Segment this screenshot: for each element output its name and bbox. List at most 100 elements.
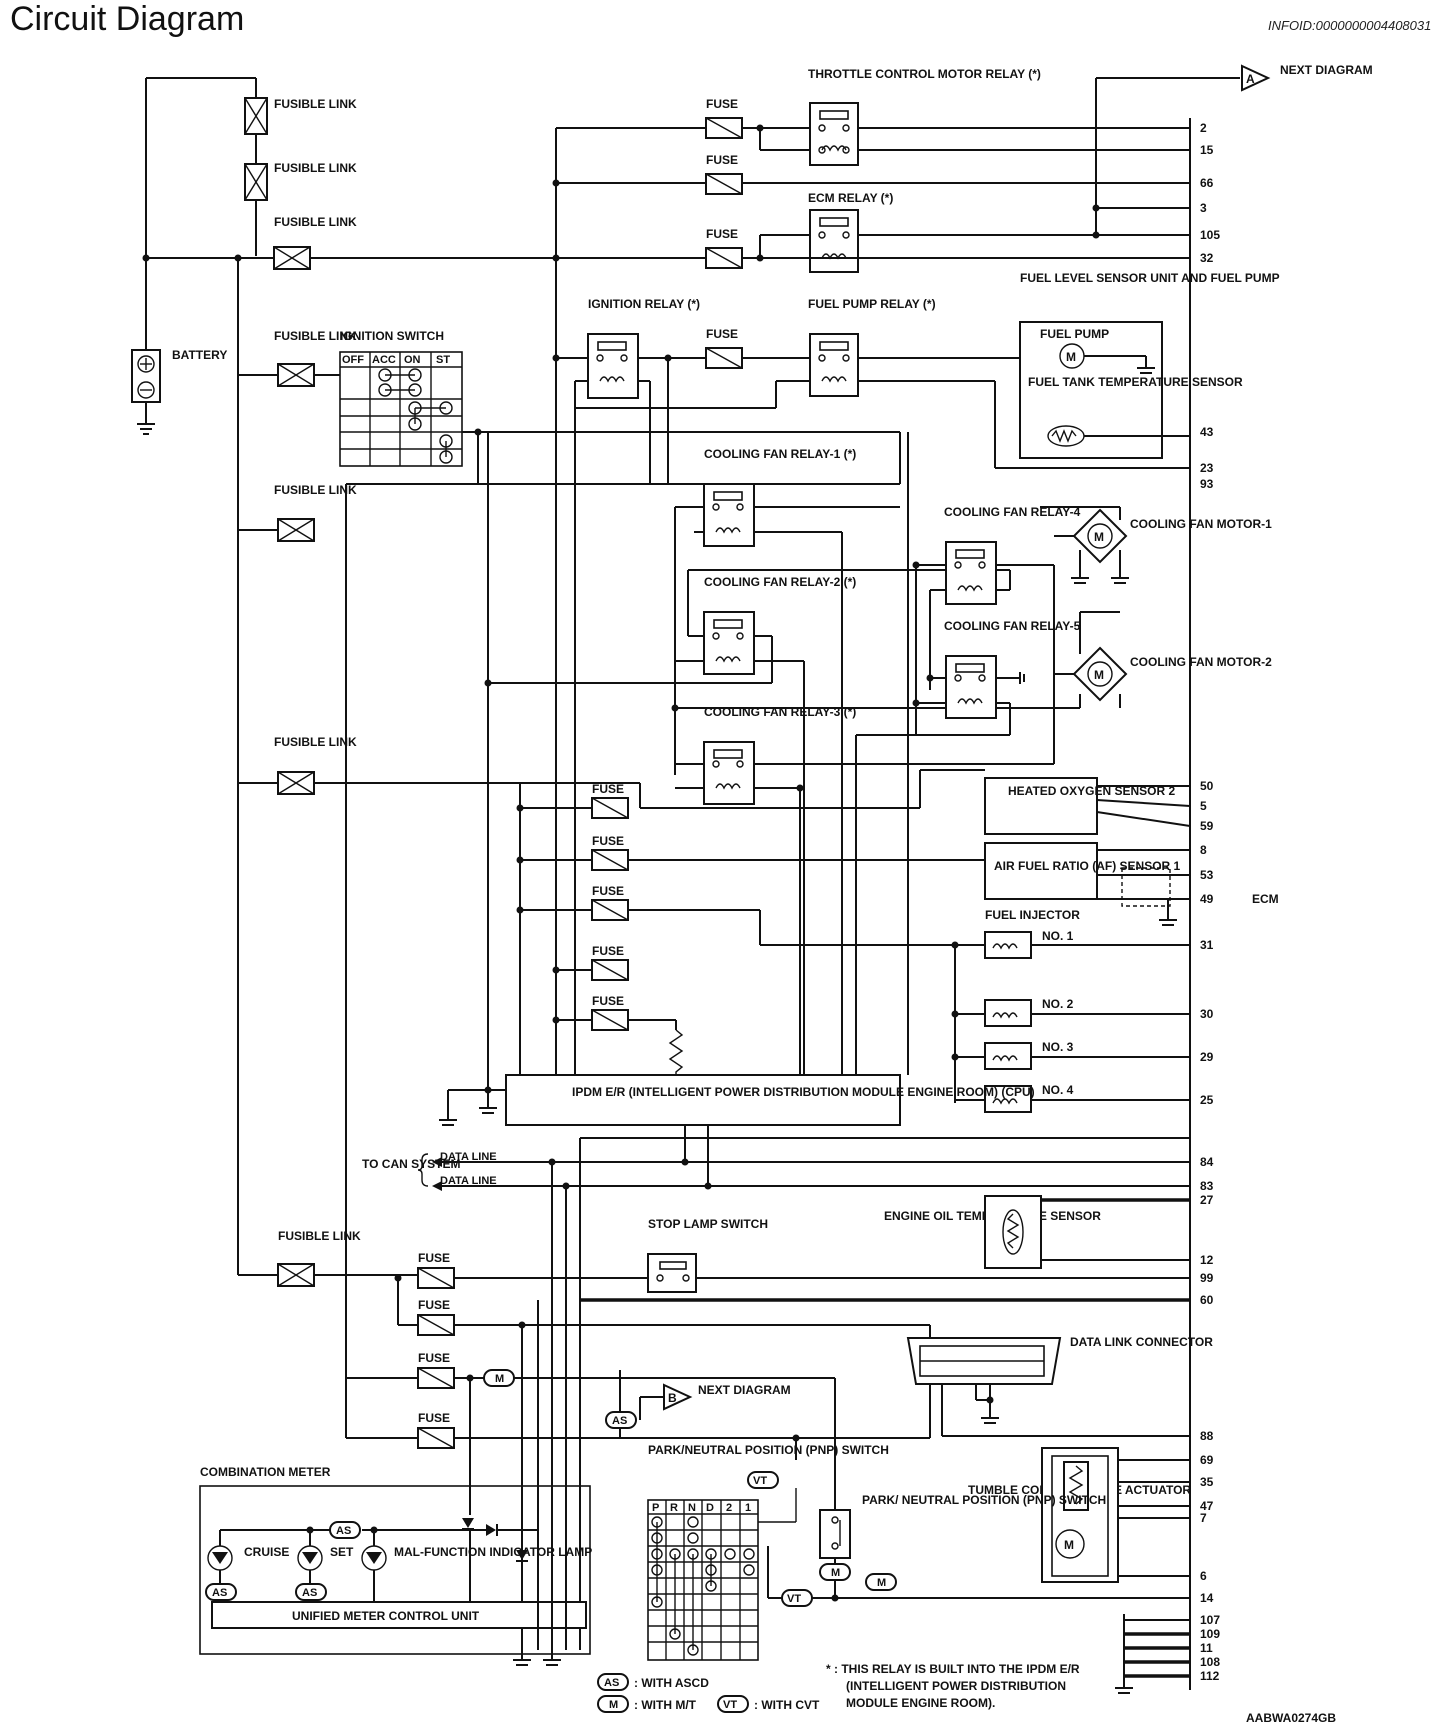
pnp-switch-grid: PARK/NEUTRAL POSITION (PNP) SWITCH VT P … bbox=[647, 1443, 889, 1661]
tag-m: M bbox=[495, 1373, 504, 1385]
tag-as: AS bbox=[336, 1525, 351, 1537]
fusible-link-1: FUSIBLE LINK bbox=[244, 97, 357, 135]
battery: BATTERY bbox=[131, 348, 227, 435]
fuse-throttle: FUSE bbox=[705, 97, 810, 139]
ecm-pin-112: 112 bbox=[1200, 1669, 1220, 1683]
tumble-control-valve-actuator: TUMBLE CONTROL VALVE ACTUATOR M bbox=[968, 1447, 1191, 1583]
ecm-pin-23: 23 bbox=[1200, 461, 1214, 475]
legend-m: : WITH M/T bbox=[634, 1698, 697, 1712]
fuse-label: FUSE bbox=[418, 1411, 450, 1425]
fuse-af-sensor: FUSE bbox=[516, 834, 985, 871]
cooling-fan-relay-2: COOLING FAN RELAY-2 (*) bbox=[484, 569, 1010, 1075]
page-title: Circuit Diagram bbox=[10, 0, 244, 38]
heated-o2-label: HEATED OXYGEN SENSOR 2 bbox=[1008, 784, 1175, 798]
cf-motor2-label: COOLING FAN MOTOR-2 bbox=[1130, 655, 1272, 669]
set-label: SET bbox=[330, 1545, 354, 1559]
fuse-label: FUSE bbox=[592, 782, 624, 796]
ecm-pin-105: 105 bbox=[1200, 228, 1220, 242]
legend-as: : WITH ASCD bbox=[634, 1676, 709, 1690]
ecm-pin-35: 35 bbox=[1200, 1475, 1214, 1489]
ecm-pin-6: 6 bbox=[1200, 1569, 1207, 1583]
fuse-66: FUSE bbox=[556, 153, 1190, 195]
ecm-pin-83: 83 bbox=[1200, 1179, 1214, 1193]
tag-as: AS bbox=[302, 1587, 317, 1599]
fuse-fuel-pump: FUSE bbox=[705, 327, 810, 369]
ecm-pin-60: 60 bbox=[1200, 1293, 1214, 1307]
ecm-pin-30: 30 bbox=[1200, 1007, 1214, 1021]
ecm-pin-88: 88 bbox=[1200, 1429, 1214, 1443]
cf-relay2-label: COOLING FAN RELAY-2 (*) bbox=[704, 575, 856, 589]
tag-as: AS bbox=[212, 1587, 227, 1599]
ecm-pin-27: 27 bbox=[1200, 1193, 1214, 1207]
umcu-label: UNIFIED METER CONTROL UNIT bbox=[292, 1609, 480, 1623]
fuel-tank-sensor-label: FUEL TANK TEMPERATURE SENSOR bbox=[1028, 375, 1243, 389]
fuse-label: FUSE bbox=[706, 153, 738, 167]
heated-oxygen-sensor-2: HEATED OXYGEN SENSOR 2 bbox=[984, 777, 1191, 835]
pnp-col-1: 1 bbox=[745, 1502, 751, 1514]
ecm-pin-66: 66 bbox=[1200, 176, 1214, 190]
legend-m-tag: M bbox=[609, 1699, 618, 1711]
ecm: ECM bbox=[1189, 118, 1279, 1690]
fuel-level-unit-label: FUEL LEVEL SENSOR UNIT AND FUEL PUMP bbox=[1020, 271, 1280, 285]
image-code: AABWA0274GB bbox=[1246, 1711, 1336, 1725]
ecm-pin-31: 31 bbox=[1200, 938, 1214, 952]
ecm-pin-14: 14 bbox=[1200, 1591, 1214, 1605]
fusible-link-label: FUSIBLE LINK bbox=[274, 161, 357, 175]
next-diagram-a: A NEXT DIAGRAM bbox=[1241, 63, 1373, 92]
ecm-pin-99: 99 bbox=[1200, 1271, 1214, 1285]
ecm-pin-15: 15 bbox=[1200, 143, 1214, 157]
cooling-fan-motor-1: M COOLING FAN MOTOR-1 bbox=[1040, 506, 1272, 584]
fuel-pump-relay: FUEL PUMP RELAY (*) bbox=[576, 297, 1190, 469]
ign-col-st: ST bbox=[436, 354, 450, 366]
next-diagram-label: NEXT DIAGRAM bbox=[1280, 63, 1373, 77]
footnote-1: * : THIS RELAY IS BUILT INTO THE IPDM E/… bbox=[826, 1662, 1080, 1676]
connector-b-letter: B bbox=[668, 1391, 677, 1405]
tumble-motor-letter: M bbox=[1064, 1538, 1074, 1552]
legend-vt-tag: VT bbox=[723, 1699, 737, 1711]
fuse-label: FUSE bbox=[418, 1251, 450, 1265]
cooling-fan-relay-4: COOLING FAN RELAY-4 bbox=[912, 505, 1081, 764]
cf-relay4-label: COOLING FAN RELAY-4 bbox=[944, 505, 1081, 519]
pnp-grid-label: PARK/NEUTRAL POSITION (PNP) SWITCH bbox=[648, 1443, 889, 1457]
footnote-2: (INTELLIGENT POWER DISTRIBUTION bbox=[846, 1679, 1066, 1693]
tag-vt: VT bbox=[753, 1475, 767, 1487]
fusible-link-label: FUSIBLE LINK bbox=[274, 483, 357, 497]
fusible-link-label: FUSIBLE LINK bbox=[278, 1229, 361, 1243]
fuse-stop-lamp: FUSE bbox=[394, 1251, 455, 1326]
stop-lamp-switch: STOP LAMP SWITCH bbox=[314, 1217, 1190, 1302]
info-id: INFOID:0000000004408031 bbox=[1268, 18, 1431, 33]
fuse-label: FUSE bbox=[592, 834, 624, 848]
ignition-relay: IGNITION RELAY (*) bbox=[556, 297, 706, 1075]
fuse-label: FUSE bbox=[418, 1298, 450, 1312]
ecm-pin-25: 25 bbox=[1200, 1093, 1214, 1107]
tag-as: AS bbox=[612, 1415, 627, 1427]
fuse-label: FUSE bbox=[706, 227, 738, 241]
ignition-switch-label: IGNITION SWITCH bbox=[340, 329, 444, 343]
ecm-relay-label: ECM RELAY (*) bbox=[808, 191, 893, 205]
motor-2-letter: M bbox=[1094, 668, 1104, 682]
fuse-bus bbox=[552, 127, 710, 1075]
ipdm-er: IPDM E/R (INTELLIGENT POWER DISTRIBUTION… bbox=[439, 432, 1035, 1190]
legend: AS : WITH ASCD M : WITH M/T VT : WITH CV… bbox=[597, 1662, 1336, 1725]
ecm-label: ECM bbox=[1252, 892, 1279, 906]
tag-m: M bbox=[831, 1567, 840, 1579]
fuel-level-sensor-unit: FUEL LEVEL SENSOR UNIT AND FUEL PUMP FUE… bbox=[1019, 271, 1280, 459]
ign-col-acc: ACC bbox=[372, 354, 396, 366]
fusible-link-label: FUSIBLE LINK bbox=[274, 735, 357, 749]
fuse-label: FUSE bbox=[592, 944, 624, 958]
fuel-injectors: FUEL INJECTOR NO. 1 NO. 2 NO. 3 NO. 4 bbox=[951, 908, 1190, 1113]
cf-relay5-label: COOLING FAN RELAY-5 bbox=[944, 619, 1081, 633]
cooling-fan-motor-2: M COOLING FAN MOTOR-2 bbox=[1040, 611, 1272, 709]
fusible-link-6: FUSIBLE LINK bbox=[274, 735, 357, 795]
ign-col-on: ON bbox=[404, 354, 421, 366]
cf-relay1-label: COOLING FAN RELAY-1 (*) bbox=[704, 447, 856, 461]
ign-col-off: OFF bbox=[342, 354, 364, 366]
injector-4-label: NO. 4 bbox=[1042, 1083, 1074, 1097]
pnp-switch-label: PARK/ NEUTRAL POSITION (PNP) SWITCH bbox=[862, 1493, 1106, 1507]
fusible-link-3: FUSIBLE LINK bbox=[273, 215, 357, 270]
ecm-pin-84: 84 bbox=[1200, 1155, 1214, 1169]
connector-a-letter: A bbox=[1246, 72, 1255, 86]
footnote-3: MODULE ENGINE ROOM). bbox=[846, 1696, 995, 1710]
cooling-fan-relay-5: COOLING FAN RELAY-5 bbox=[855, 619, 1081, 1075]
af-sensor-1: AIR FUEL RATIO (AF) SENSOR 1 bbox=[984, 842, 1190, 926]
